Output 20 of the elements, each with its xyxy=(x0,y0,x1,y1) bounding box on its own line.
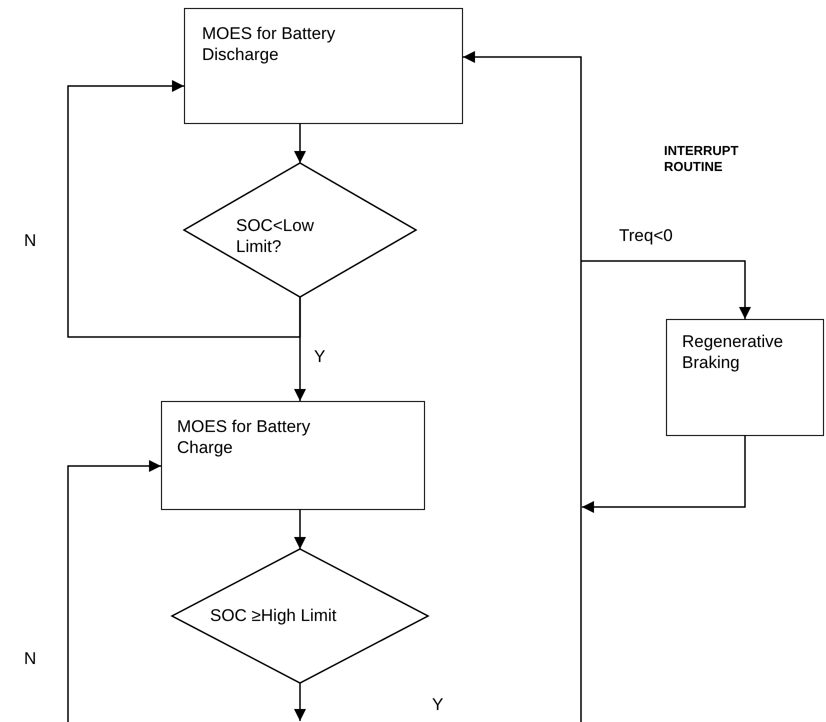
node-text: Regenerative Braking xyxy=(682,331,784,374)
arrow xyxy=(294,683,306,721)
node-text: SOC ≥High Limit xyxy=(210,605,338,626)
arrow xyxy=(581,260,751,319)
decision-diamond xyxy=(184,163,416,297)
arrow xyxy=(67,80,301,338)
process-box xyxy=(161,401,425,510)
arrow xyxy=(67,460,161,722)
arrow xyxy=(294,510,306,549)
node-text: SOC<Low Limit? xyxy=(236,215,315,258)
arrow xyxy=(463,51,582,722)
arrow xyxy=(294,297,306,401)
process-box xyxy=(184,8,463,124)
decision-diamond xyxy=(172,549,428,683)
process-box xyxy=(666,319,824,436)
edge-label: Treq<0 xyxy=(619,226,673,246)
arrow xyxy=(582,436,746,513)
arrow xyxy=(294,124,306,163)
node-text: MOES for Battery Charge xyxy=(177,416,312,458)
node-text: MOES for Battery Discharge xyxy=(202,23,336,66)
